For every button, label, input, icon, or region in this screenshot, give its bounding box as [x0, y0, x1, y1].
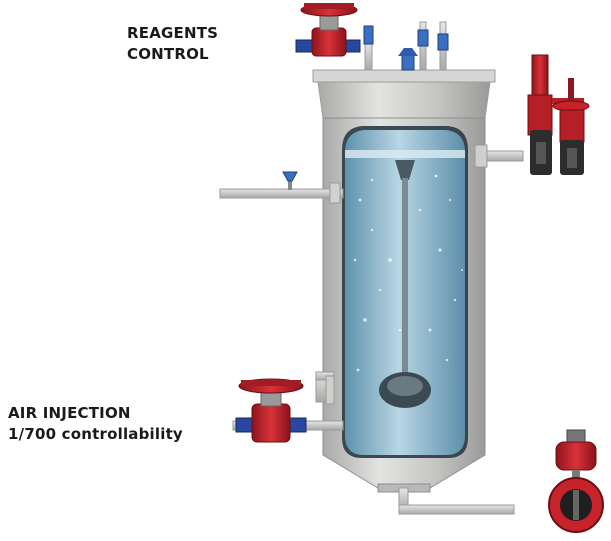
air-injection-valve-icon[interactable]: [235, 378, 307, 443]
reagents-control-label: REAGENTS CONTROL: [127, 23, 218, 65]
top-fittings: [363, 21, 449, 71]
agitator-icon: [379, 160, 431, 408]
reagents-label-line2: CONTROL: [127, 45, 209, 63]
knife-gate-valve-icon[interactable]: [527, 54, 590, 175]
reagents-label-line1: REAGENTS: [127, 24, 219, 42]
air-label-line1: AIR INJECTION: [8, 404, 131, 422]
funnel-icon: [282, 171, 298, 190]
vessel-window: [342, 126, 468, 458]
air-injection-label: AIR INJECTION 1/700 controllability: [8, 403, 183, 445]
air-label-line2: 1/700 controllability: [8, 425, 183, 443]
reagent-control-valve-icon[interactable]: [295, 3, 361, 57]
vessel-top-cap: [312, 69, 496, 119]
butterfly-valve-icon[interactable]: [548, 429, 604, 533]
reagent-inlet-pipe: [219, 171, 344, 204]
level-sensor-icon: [398, 48, 418, 71]
right-outlet-pipe: [474, 144, 524, 168]
bottom-drain-pipe: [398, 487, 515, 515]
